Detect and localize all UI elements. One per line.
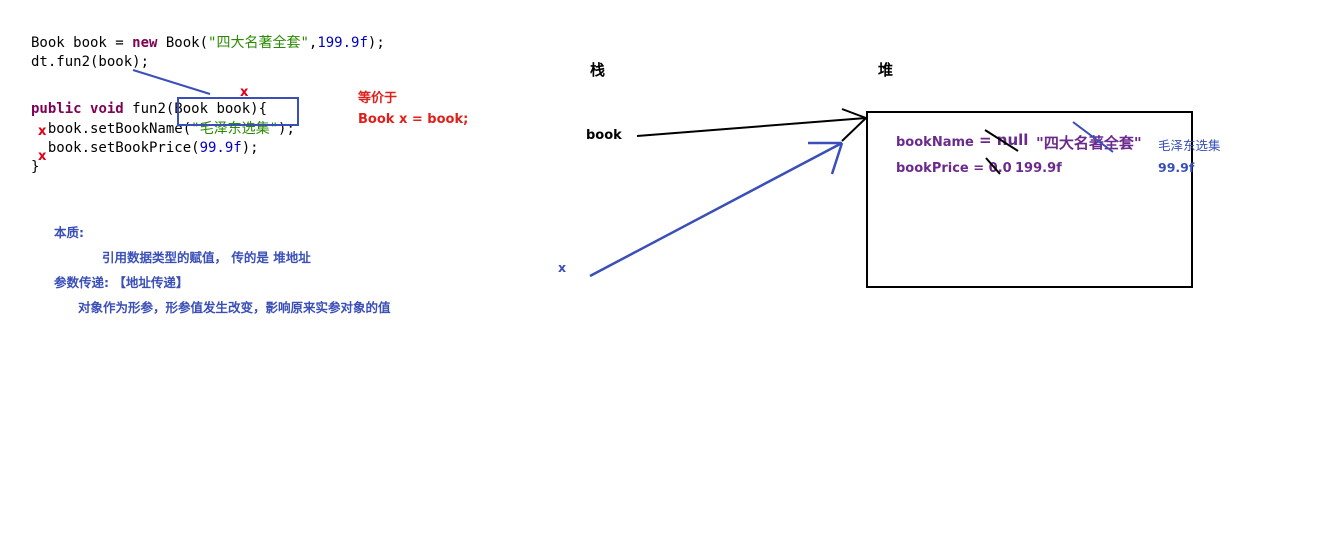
code-line-2: dt.fun2(book); (31, 54, 150, 70)
argument-link-line (132, 69, 211, 95)
essence-text: 引用数据类型的赋值， 传的是 堆地址 (102, 250, 311, 265)
x-mark: x (38, 124, 47, 139)
code-text: , (308, 35, 318, 51)
keyword-new: new (132, 35, 158, 51)
heap-title: 堆 (878, 61, 894, 79)
field-bookname-eq: = null (979, 131, 1029, 149)
x-mark: x (240, 85, 249, 100)
book-arrowhead (841, 108, 867, 119)
field-bookprice-final-value: 99.9f (1158, 160, 1195, 175)
code-line-6: book.setBookPrice(99.9f); (31, 139, 259, 158)
x-arrowhead (830, 142, 844, 175)
book-arrowhead (841, 117, 867, 142)
strike-original-name (1072, 121, 1114, 153)
strike-zero (985, 157, 1001, 175)
keyword-public: public (31, 101, 82, 117)
code-text: fun2(Book book){ (123, 101, 268, 117)
field-bookname-new-value: "四大名著全套" (1036, 134, 1142, 152)
code-text: Book( (157, 35, 209, 51)
string-literal: "四大名著全套" (208, 35, 309, 51)
code-line-7: } (31, 159, 40, 175)
code-text: Book book = (31, 35, 133, 51)
heap-object-box (866, 111, 1193, 288)
x-mark: x (38, 149, 47, 164)
number-literal: 199.9f (317, 35, 368, 51)
book-reference-arrow (636, 117, 867, 137)
parameter-highlight-box (177, 97, 299, 126)
strike-null (984, 129, 1019, 152)
param-passing-text: 对象作为形参，形参值发生改变，影响原来实参对象的值 (78, 300, 391, 315)
stack-variable-book: book (586, 128, 622, 143)
code-line-1: Book book = new Book("四大名著全套",199.9f); (31, 34, 385, 53)
field-bookname-final-value: 毛泽东选集 (1158, 138, 1221, 153)
field-bookname-label: bookName (896, 135, 974, 150)
param-passing-title: 参数传递: 【地址传递】 (54, 275, 189, 290)
code-line-4: public void fun2(Book book){ (31, 100, 267, 119)
essence-title: 本质: (54, 225, 84, 240)
code-text: ); (367, 35, 385, 51)
keyword-void: void (90, 101, 124, 117)
x-reference-arrow (589, 141, 843, 278)
equivalence-code: Book x = book; (358, 112, 469, 127)
code-text: ); (241, 140, 259, 156)
field-bookprice-new-value: 199.9f (1015, 161, 1062, 176)
number-literal: 99.9f (199, 140, 242, 156)
equivalence-title: 等价于 (358, 91, 398, 106)
field-bookprice-label: bookPrice = 0.0 (896, 161, 1012, 176)
code-text: book.setBookPrice( (31, 140, 200, 156)
stack-title: 栈 (590, 61, 606, 79)
stack-variable-x: x (558, 260, 567, 275)
code-text: book.setBookName( (31, 121, 192, 137)
